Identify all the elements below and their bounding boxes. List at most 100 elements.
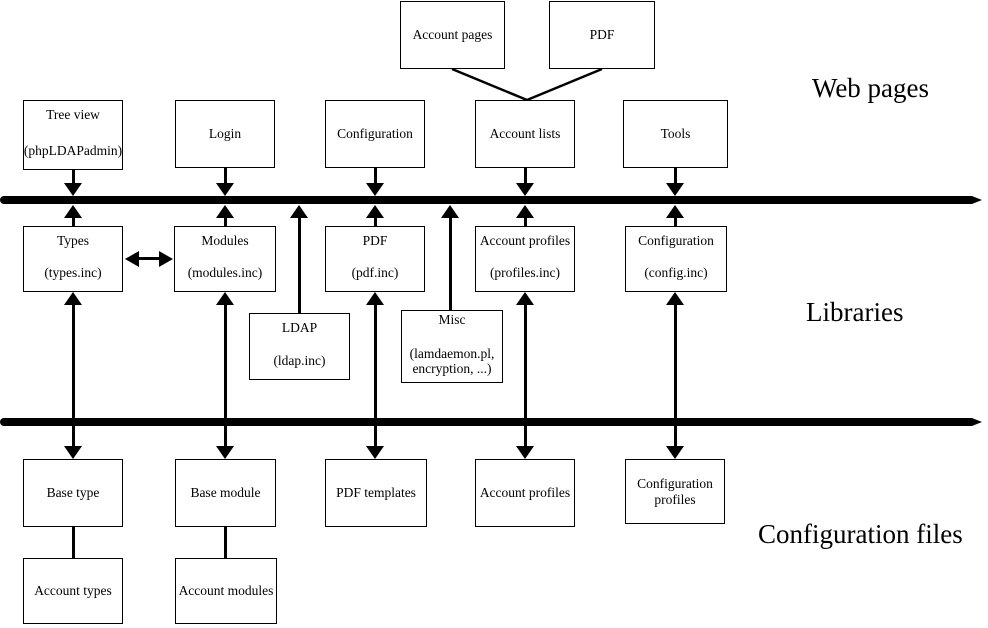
section-label-libraries: Libraries <box>806 297 904 327</box>
box-label: Account types <box>34 583 112 599</box>
bus-line-libraries-config-tip <box>972 418 982 426</box>
box-pdf-templates: PDF templates <box>325 459 427 527</box>
box-label: Configuration <box>637 475 713 491</box>
box-label: PDF <box>589 27 615 43</box>
arrowhead-up-ldap <box>290 205 308 218</box>
connector-tools-to-bus <box>674 168 677 185</box>
box-account-profiles-lib: Account profiles (profiles.inc) <box>475 226 575 292</box>
connector-pdf-to-account-lists <box>526 67 603 102</box>
connector-types-to-bus <box>72 216 75 226</box>
box-label: LDAP <box>281 320 318 335</box>
box-configuration-lib: Configuration (config.inc) <box>625 226 727 292</box>
box-label: Types <box>56 233 90 248</box>
arrowhead-up-into-account-profiles-lib <box>516 292 534 305</box>
bus-line-web-libraries <box>0 196 972 204</box>
connector-configuration-web-to-bus <box>374 168 377 185</box>
bus-line-web-libraries-tip <box>972 196 982 204</box>
box-label: Tree view <box>46 107 100 122</box>
box-label: Account profiles <box>479 485 571 501</box>
box-label: Base type <box>46 485 100 501</box>
arrowhead-down-into-base-module <box>216 446 234 459</box>
arrowhead-down-into-account-profiles-file <box>516 446 534 459</box>
box-label: PDF <box>362 233 388 248</box>
arrowhead-up-pdf-lib <box>366 205 384 218</box>
connector-types-modules <box>136 257 162 260</box>
connector-misc-to-bus <box>449 216 452 310</box>
arrowhead-down-into-pdf-templates <box>366 446 384 459</box>
box-label: Misc <box>438 312 466 327</box>
box-base-module: Base module <box>175 459 276 527</box>
connector-types-base-type <box>72 303 75 448</box>
connector-pdf-lib-pdf-templates <box>374 303 377 448</box>
box-label: Tools <box>660 126 691 142</box>
box-sublabel: (modules.inc) <box>187 265 263 281</box>
connector-account-profiles-lib-to-bus <box>524 216 527 226</box>
connector-modules-base-module <box>224 303 227 448</box>
box-types: Types (types.inc) <box>23 226 123 292</box>
arrowhead-left-types-modules <box>125 251 139 267</box>
box-sublabel: encryption, ...) <box>412 361 492 377</box>
arrowhead-up-configuration-lib <box>666 205 684 218</box>
arrowhead-down-tools <box>666 183 684 196</box>
arrowhead-down-login <box>216 183 234 196</box>
connector-account-pages-to-account-lists <box>451 67 528 102</box>
connector-modules-to-bus <box>224 216 227 227</box>
box-configuration-web: Configuration <box>325 100 425 168</box>
box-label: Account lists <box>489 126 561 142</box>
connector-account-profiles-lib-file <box>524 303 527 448</box>
connector-tree-view-to-bus <box>72 170 75 185</box>
connector-account-lists-to-bus <box>524 168 527 185</box>
box-sublabel: (types.inc) <box>44 265 102 281</box>
box-account-modules: Account modules <box>175 558 277 624</box>
connector-ldap-to-bus <box>298 216 301 313</box>
box-label: Account pages <box>412 27 493 43</box>
box-sublabel: (pdf.inc) <box>351 265 399 281</box>
connector-login-to-bus <box>224 168 227 185</box>
arrowhead-up-into-modules <box>216 292 234 305</box>
bus-line-libraries-config <box>0 418 972 426</box>
arrowhead-right-types-modules <box>159 251 173 267</box>
arrowhead-down-configuration-web <box>366 183 384 196</box>
arrowhead-down-into-base-type <box>64 446 82 459</box>
box-label: PDF templates <box>336 485 416 501</box>
box-account-pages: Account pages <box>400 1 505 69</box>
connector-base-module-account-modules <box>224 526 227 559</box>
box-label: Account profiles <box>479 233 571 248</box>
box-tree-view: Tree view (phpLDAPadmin) <box>23 100 123 170</box>
box-label: Configuration <box>638 233 714 248</box>
connector-base-type-account-types <box>72 526 75 559</box>
box-sublabel-group: (lamdaemon.pl, encryption, ...) <box>410 346 495 377</box>
arrowhead-down-account-lists <box>516 183 534 196</box>
box-label: Login <box>208 126 242 142</box>
connector-pdf-lib-to-bus <box>374 216 377 226</box>
box-account-lists: Account lists <box>475 100 575 168</box>
box-tools: Tools <box>623 100 728 168</box>
connector-configuration-lib-to-bus <box>674 216 677 226</box>
box-sublabel: (ldap.inc) <box>273 353 326 369</box>
box-label: Configuration <box>337 126 413 142</box>
box-base-type: Base type <box>23 459 123 527</box>
box-sublabel: (phpLDAPadmin) <box>23 143 123 159</box>
box-label: Account modules <box>178 583 274 599</box>
box-configuration-profiles: Configuration profiles <box>625 459 725 524</box>
arrowhead-down-into-configuration-profiles <box>666 446 684 459</box>
box-sublabel: (config.inc) <box>644 265 708 281</box>
box-sublabel: (lamdaemon.pl, <box>409 345 495 361</box>
arrowhead-up-misc <box>441 205 459 218</box>
arrowhead-up-types <box>64 205 82 218</box>
arrowhead-up-account-profiles-lib <box>516 205 534 218</box>
box-label: Modules <box>201 233 249 248</box>
section-label-configuration-files: Configuration files <box>758 519 963 549</box>
box-account-profiles-file: Account profiles <box>475 459 575 527</box>
connector-configuration-lib-profiles <box>674 303 677 448</box>
arrowhead-up-into-types <box>64 292 82 305</box>
box-sublabel: (profiles.inc) <box>489 265 561 281</box>
box-modules: Modules (modules.inc) <box>174 226 276 292</box>
arrowhead-up-into-configuration-lib <box>666 292 684 305</box>
arrowhead-down-tree-view <box>64 183 82 196</box>
box-login: Login <box>175 100 275 168</box>
box-account-types: Account types <box>23 558 123 624</box>
box-sublabel: profiles <box>654 491 696 507</box>
box-misc: Misc (lamdaemon.pl, encryption, ...) <box>401 310 503 383</box>
